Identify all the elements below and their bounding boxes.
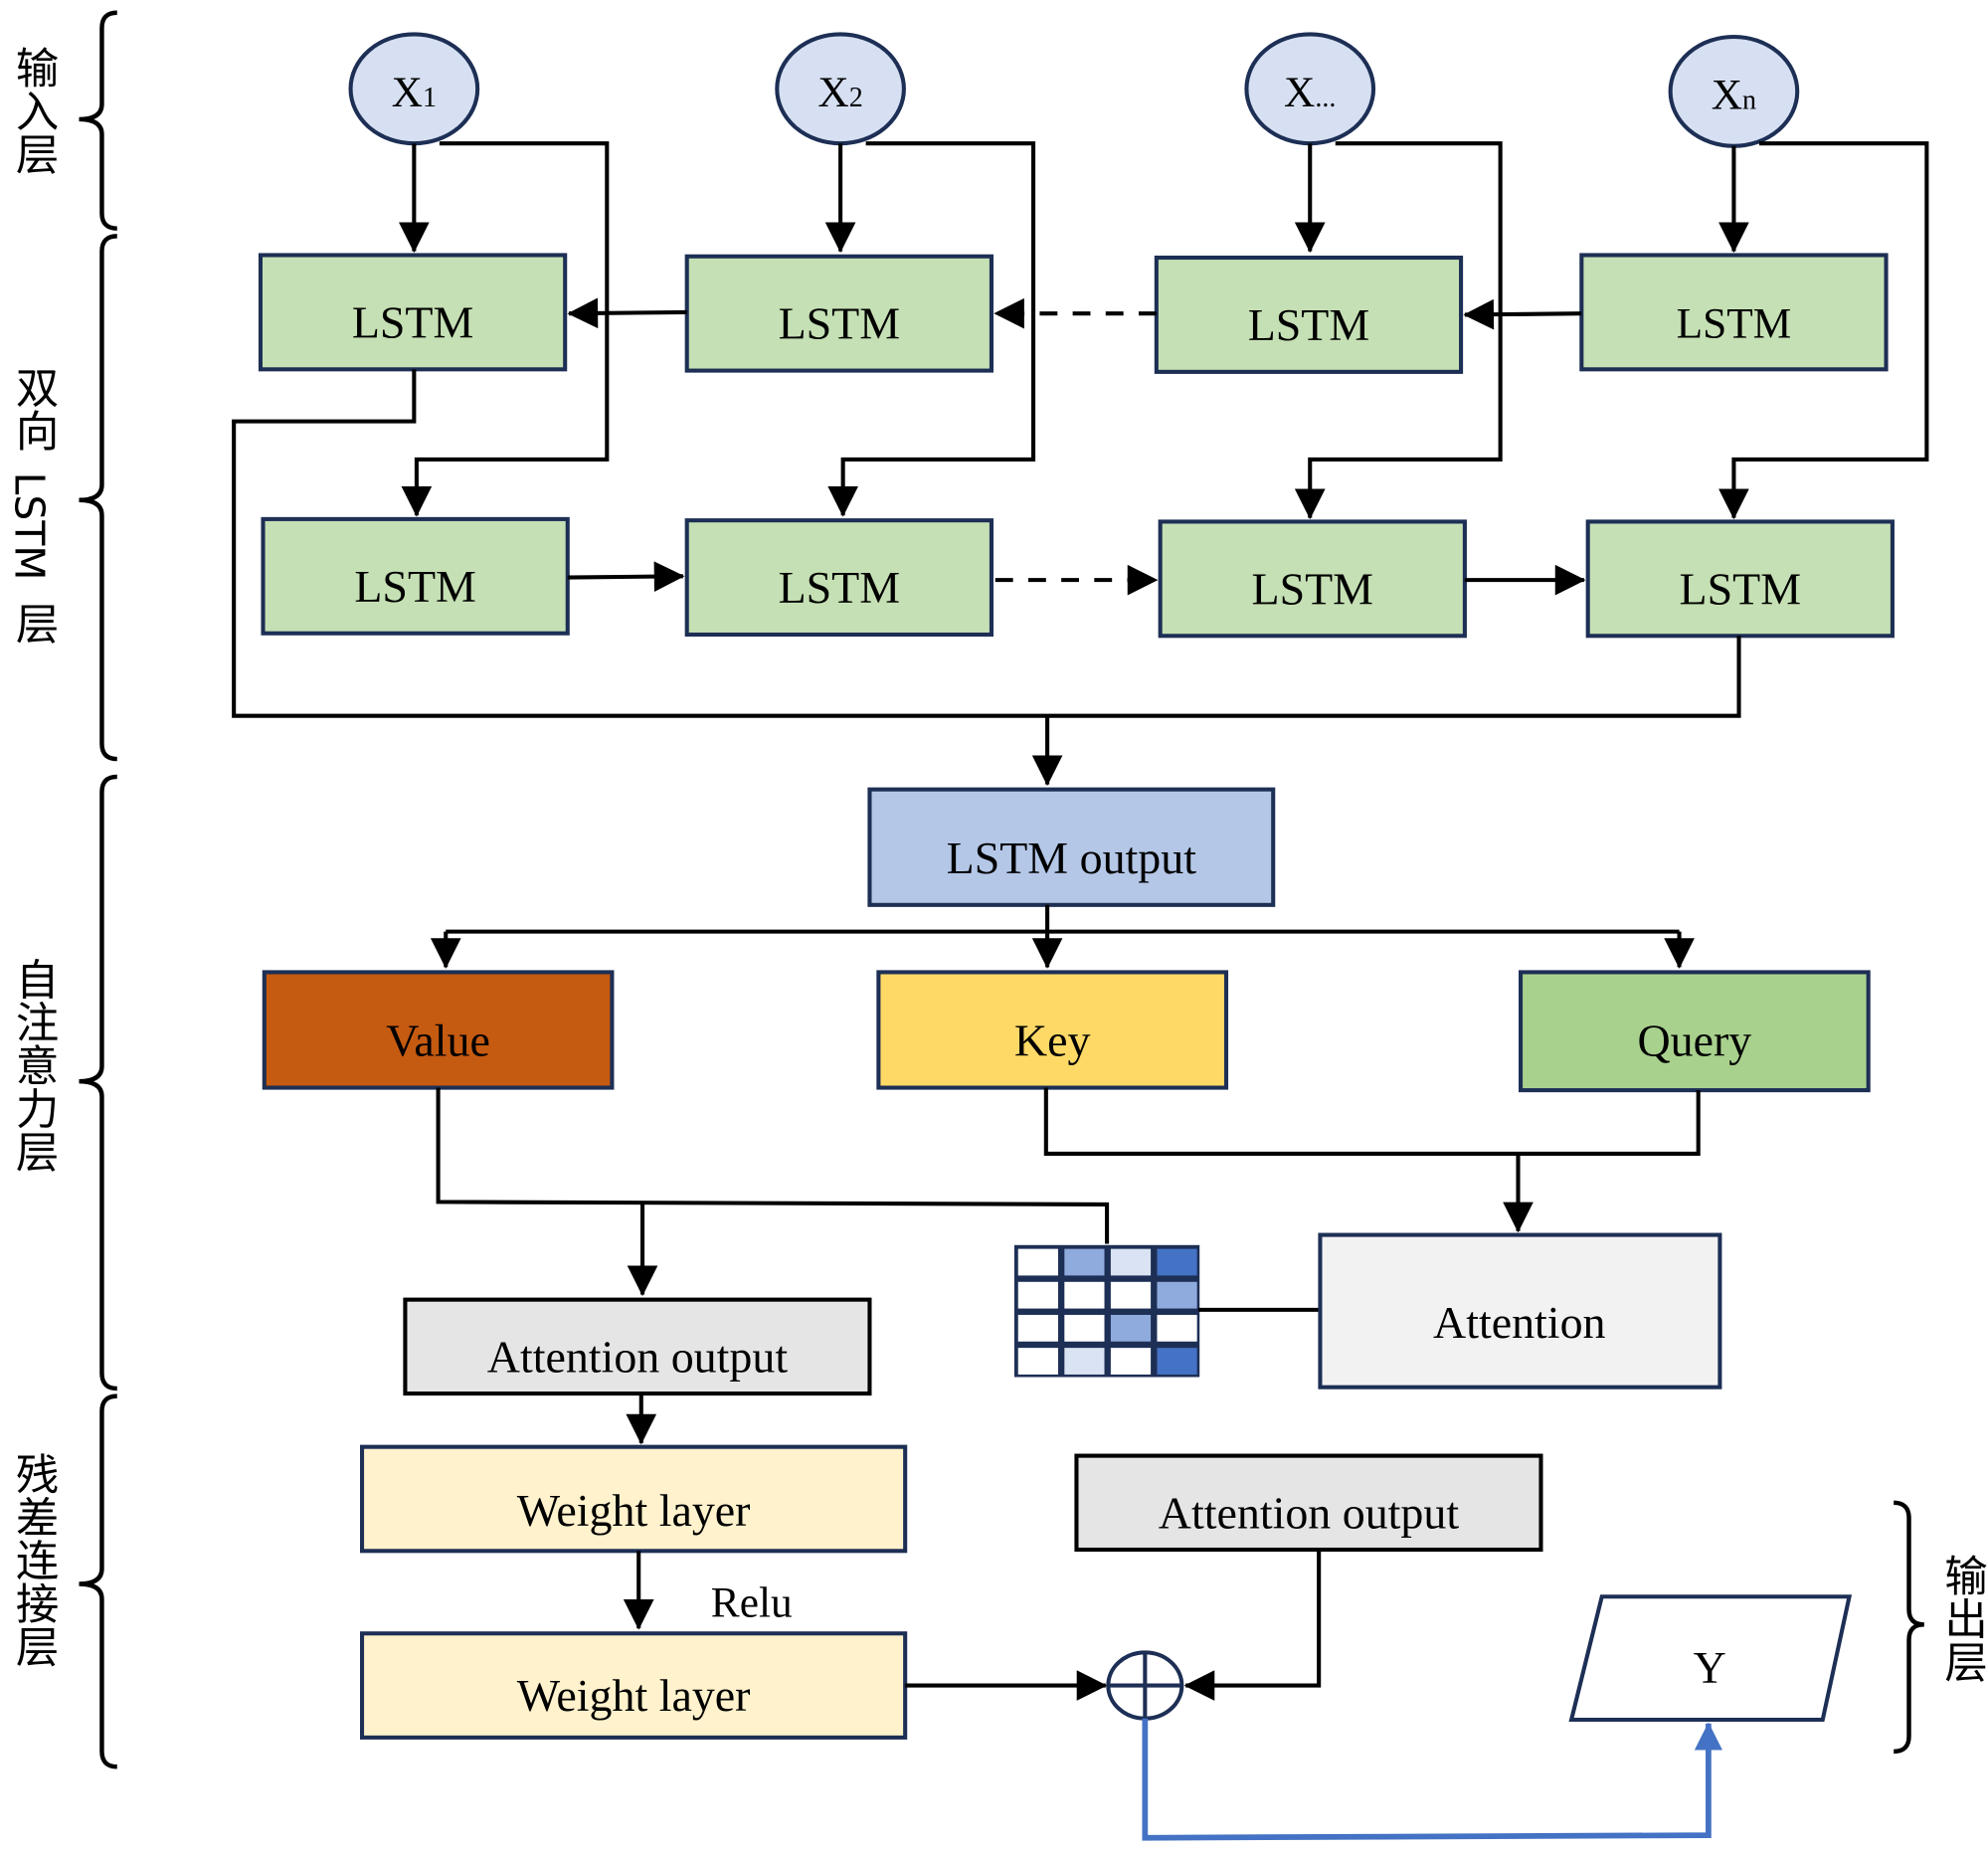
query-block: Query — [1519, 970, 1871, 1093]
lstm-merge-wires — [232, 369, 1741, 787]
svg-text:LSTM: LSTM — [352, 296, 473, 347]
relu-label: Relu — [711, 1579, 793, 1627]
svg-text:X2: X2 — [817, 69, 862, 116]
label-bilstm-mid: LSTM — [6, 472, 54, 581]
lstm-forward-2: LSTM — [684, 518, 994, 638]
key-query-wires — [1043, 1087, 1701, 1233]
lstm-backward-4: LSTM — [1579, 253, 1889, 372]
svg-text:Attention output: Attention output — [1159, 1487, 1460, 1538]
svg-text:LSTM: LSTM — [1248, 299, 1369, 350]
matrix-cell — [1064, 1281, 1105, 1309]
svg-text:Key: Key — [1014, 1016, 1091, 1066]
svg-text:X...: X... — [1284, 69, 1336, 116]
lstm-forward-1: LSTM — [261, 516, 570, 636]
svg-text:LSTM: LSTM — [1677, 299, 1792, 347]
input-bypass-wires — [401, 141, 1929, 520]
svg-text:Weight layer: Weight layer — [517, 1670, 751, 1721]
svg-text:Xn: Xn — [1712, 72, 1756, 119]
attention-block: Attention — [1318, 1232, 1722, 1390]
label-self-attention-layer: 自注意力层 — [9, 957, 59, 1173]
matrix-cell — [1017, 1281, 1058, 1309]
key-block: Key — [876, 970, 1229, 1090]
attention-output-block-1: Attention output — [403, 1297, 872, 1396]
brace-residual-layer — [79, 1393, 117, 1769]
matrix-cell — [1017, 1248, 1058, 1276]
lstm-forward-3: LSTM — [1158, 519, 1467, 639]
matrix-cell — [1110, 1248, 1152, 1276]
brace-bilstm-layer — [79, 234, 117, 762]
svg-text:Attention: Attention — [1433, 1297, 1606, 1348]
svg-text:LSTM: LSTM — [779, 298, 900, 349]
matrix-cell — [1110, 1281, 1152, 1309]
lstm-backward-1: LSTM — [258, 253, 568, 372]
sum-to-output-arrow — [1142, 1718, 1722, 1841]
brace-self-attention-layer — [79, 774, 117, 1391]
label-bilstm-suffix: 层 — [9, 602, 59, 645]
lstm-backward-2: LSTM — [684, 254, 994, 373]
matrix-cell — [1157, 1281, 1197, 1309]
lstm-forward-4: LSTM — [1585, 519, 1895, 639]
matrix-cell — [1017, 1314, 1058, 1342]
svg-text:Y: Y — [1694, 1642, 1726, 1693]
svg-text:Value: Value — [386, 1016, 490, 1066]
svg-text:LSTM: LSTM — [779, 562, 900, 613]
input-node-x-ellipsis: X... — [1244, 32, 1376, 146]
svg-text:LSTM: LSTM — [1680, 563, 1801, 614]
matrix-cell — [1064, 1348, 1105, 1375]
output-y-block: Y — [1568, 1594, 1853, 1723]
attention-output-block-2: Attention output — [1074, 1453, 1543, 1553]
lstm-backward-3: LSTM — [1154, 255, 1464, 374]
brace-input-layer — [79, 10, 117, 231]
matrix-cell — [1157, 1348, 1197, 1375]
residual-wires — [905, 1550, 1322, 1701]
label-residual-layer: 残差连接层 — [9, 1452, 59, 1668]
residual-sum-icon — [1106, 1650, 1184, 1721]
qkv-split-wires — [430, 904, 1695, 969]
svg-text:Attention output: Attention output — [487, 1331, 789, 1382]
input-node-x2: X2 — [775, 32, 906, 146]
weight-layer-1: Weight layer — [359, 1444, 908, 1554]
matrix-cell — [1157, 1248, 1197, 1276]
svg-text:LSTM: LSTM — [1252, 563, 1373, 614]
value-block: Value — [262, 970, 615, 1090]
lstm-output-block: LSTM output — [867, 787, 1276, 907]
label-input-layer: 输入层 — [9, 46, 59, 175]
matrix-cell — [1064, 1314, 1105, 1342]
svg-text:X1: X1 — [392, 69, 437, 116]
matrix-cell — [1110, 1348, 1152, 1375]
brace-output-layer — [1894, 1500, 1924, 1755]
matrix-cell — [1110, 1314, 1152, 1342]
label-bilstm-prefix: 双向 — [9, 365, 59, 452]
attention-weight-matrix — [1013, 1244, 1200, 1378]
weight-layer-2: Weight layer — [359, 1631, 908, 1740]
forward-row-arrows — [567, 561, 1586, 596]
svg-text:Query: Query — [1637, 1016, 1751, 1066]
backward-row-arrows — [567, 297, 1582, 330]
matrix-cell — [1017, 1348, 1058, 1375]
matrix-cell — [1157, 1314, 1197, 1342]
svg-text:Weight layer: Weight layer — [517, 1485, 751, 1536]
label-output-layer: 输出层 — [1937, 1554, 1987, 1683]
matrix-cell — [1064, 1248, 1105, 1276]
input-node-xn: Xn — [1668, 34, 1800, 148]
input-arrows — [399, 143, 1749, 254]
input-node-x1: X1 — [348, 32, 480, 146]
svg-text:LSTM: LSTM — [354, 561, 475, 612]
svg-text:LSTM output: LSTM output — [947, 833, 1197, 883]
value-wires — [436, 1087, 1110, 1297]
